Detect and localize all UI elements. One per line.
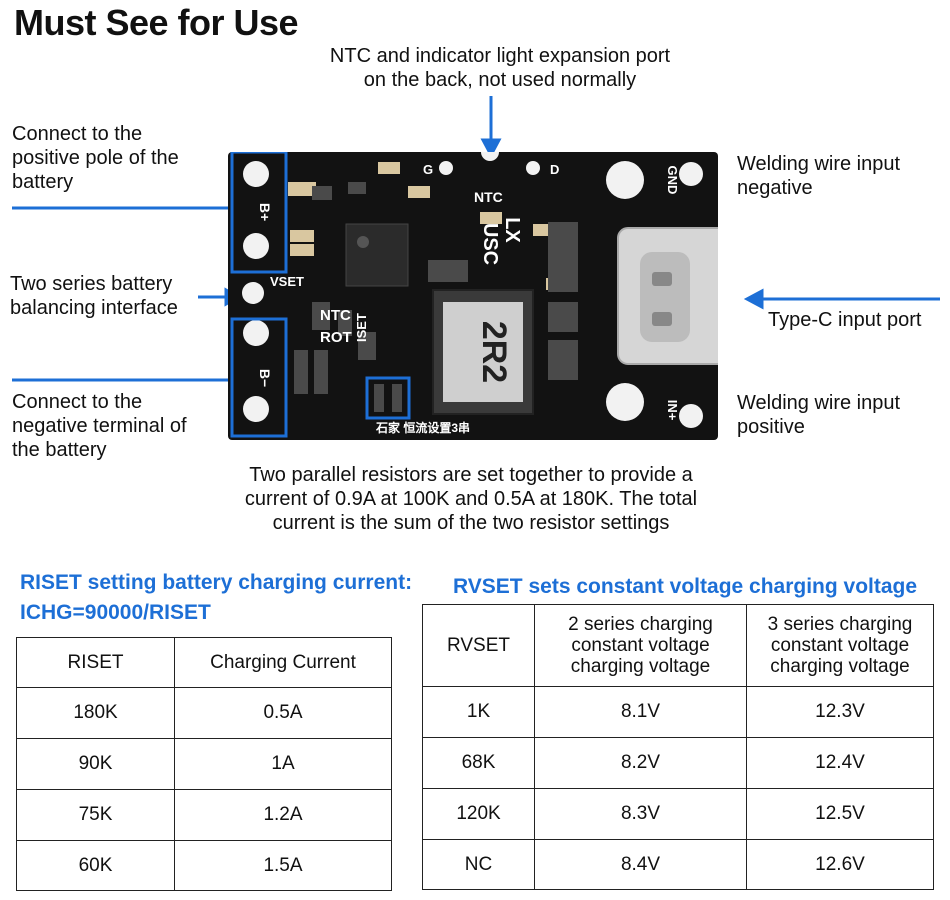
typec-arrow-head [743,288,764,310]
table-row: 60K 1.5A [16,840,392,891]
table-cell: 8.1V [534,686,747,738]
table-cell: 1K [422,686,535,738]
table-row: 68K 8.2V 12.4V [422,737,934,789]
pad-g [439,161,453,175]
table-cell: 12.3V [746,686,934,738]
three-series-header: 3 series charging constant voltage charg… [746,604,934,687]
table-cell: 8.2V [534,737,747,789]
riset-header: RISET [16,637,175,688]
table-cell: 180K [16,687,175,739]
silk-vset: VSET [270,274,304,289]
battery-negative-note: Connect to the negative terminal of the … [12,391,187,461]
silk-d: D [550,162,559,177]
pad-in-small [679,404,703,428]
table-cell: 75K [16,789,175,841]
rvset-table: RVSET 2 series charging constant voltage… [422,604,934,890]
table-row: NC 8.4V 12.6V [422,839,934,890]
controller-ic [345,223,409,287]
table-header-row: RVSET 2 series charging constant voltage… [422,604,934,687]
table-cell: 12.4V [746,737,934,789]
table-cell: 120K [422,788,535,840]
charging-current-header: Charging Current [174,637,392,688]
b-plus-highlight [230,152,288,274]
pad-b-minus-2 [243,396,269,422]
riset-title-line2: ICHG=90000/RISET [20,601,211,624]
battery-positive-note: Connect to the positive pole of the batt… [12,123,179,193]
silk-lx: LX [501,217,523,243]
table-row: 90K 1A [16,738,392,790]
riset-table-title: RISET setting battery charging current: … [20,568,412,628]
table-row: 120K 8.3V 12.5V [422,788,934,840]
rvset-header: RVSET [422,604,535,687]
pcb-drawing: 2R2 [230,152,718,438]
pcb-board: 2R2 [228,152,718,440]
table-cell: 0.5A [174,687,392,739]
pad-in-large [606,383,644,421]
silk-usc: USC [479,223,501,265]
table-header-row: RISET Charging Current [16,637,392,688]
resistor-highlight [365,376,411,420]
svg-text:ROT: ROT [320,329,352,346]
pad-b-plus [243,161,269,187]
resistors-note: Two parallel resistors are set together … [244,464,698,534]
silk-in: IN+ [665,400,680,421]
table-cell: 12.5V [746,788,934,840]
table-cell: 1.5A [174,840,392,891]
b-minus-highlight [230,317,288,438]
pad-gnd-large [606,161,644,199]
riset-title-line1: RISET setting battery charging current: [20,571,413,594]
ntc-port-note: NTC and indicator light expansion port o… [329,45,671,91]
inductor-marking: 2R2 [475,321,513,383]
table-cell: 90K [16,738,175,790]
table-cell: NC [422,839,535,890]
weld-positive-note: Welding wire input positive [737,392,901,438]
table-cell: 12.6V [746,839,934,890]
silk-g: G [423,162,433,177]
table-cell: 1A [174,738,392,790]
rvset-table-title: RVSET sets constant voltage charging vol… [453,575,918,598]
weld-negative-note: Welding wire input negative [737,153,901,199]
silk-ntc-rot: NTC [320,307,351,324]
pad-ntc-top [481,152,499,161]
pad-b-plus-2 [243,233,269,259]
two-series-header: 2 series charging constant voltage charg… [534,604,747,687]
silk-bottom: 石家 恒流设置3串 [375,420,470,435]
table-row: 75K 1.2A [16,789,392,841]
riset-table: RISET Charging Current 180K 0.5A 90K 1A … [16,637,392,891]
pad-d [526,161,540,175]
table-cell: 1.2A [174,789,392,841]
typec-note: Type-C input port [768,309,922,331]
table-cell: 8.4V [534,839,747,890]
silk-b-plus: B+ [257,203,273,221]
silk-ntc: NTC [474,189,503,205]
silk-b-minus: B− [257,369,273,387]
page-title: Must See for Use [14,2,299,43]
table-cell: 68K [422,737,535,789]
table-cell: 60K [16,840,175,891]
silk-gnd: GND [665,166,680,195]
svg-text:ISET: ISET [354,313,369,342]
table-cell: 8.3V [534,788,747,840]
pad-b-minus [243,320,269,346]
table-row: 1K 8.1V 12.3V [422,686,934,738]
balancing-interface-note: Two series battery balancing interface [10,273,178,319]
pad-gnd-small [679,162,703,186]
table-row: 180K 0.5A [16,687,392,739]
pad-vset [242,282,264,304]
